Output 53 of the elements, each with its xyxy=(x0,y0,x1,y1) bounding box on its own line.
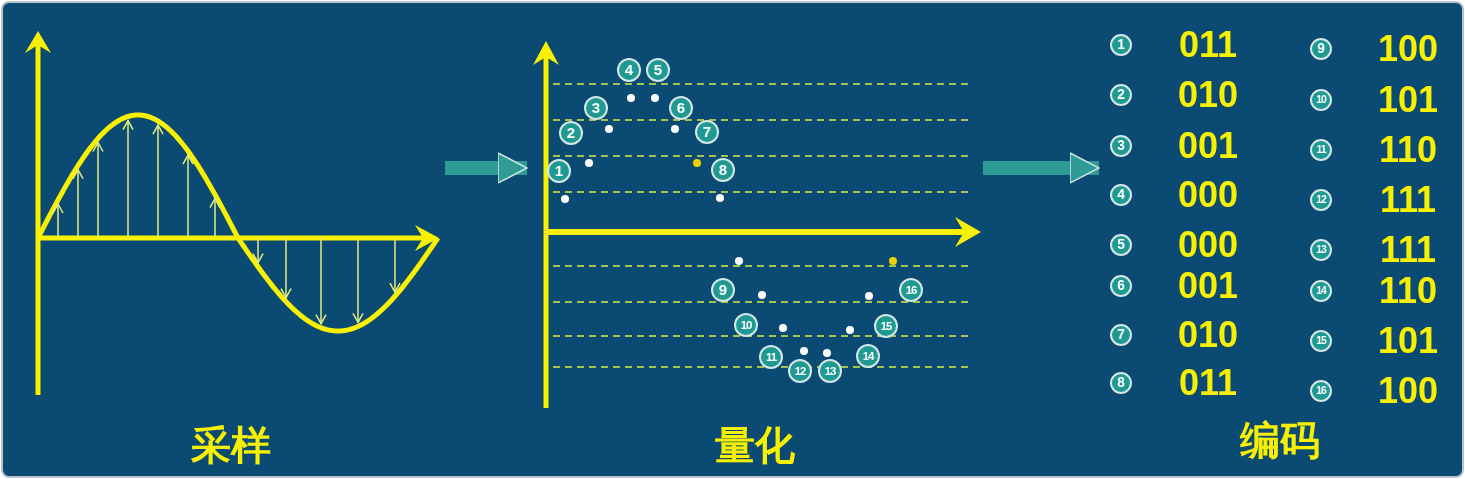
callout-number: 11 xyxy=(1310,139,1332,161)
callout-number: 13 xyxy=(1310,239,1332,261)
callout-number: 9 xyxy=(1310,38,1332,60)
callout-number: 2 xyxy=(1110,84,1132,106)
callout-number: 5 xyxy=(1110,234,1132,256)
binary-code: 000 xyxy=(1176,225,1240,265)
arrow xyxy=(445,152,528,184)
callout-number: 7 xyxy=(1110,324,1132,346)
binary-code: 001 xyxy=(1176,126,1240,166)
binary-code: 111 xyxy=(1378,180,1438,220)
callout-number: 6 xyxy=(669,96,693,120)
callout-number: 4 xyxy=(617,58,641,82)
callout-number: 2 xyxy=(559,121,583,145)
callout-number: 1 xyxy=(1110,34,1132,56)
binary-code: 000 xyxy=(1176,175,1240,215)
binary-code: 101 xyxy=(1376,321,1440,361)
callout-number: 6 xyxy=(1110,275,1132,297)
panel-title: 量化 xyxy=(714,423,796,467)
binary-code: 010 xyxy=(1176,75,1240,115)
arrow xyxy=(983,152,1100,184)
binary-code: 110 xyxy=(1377,130,1439,170)
binary-code: 011 xyxy=(1177,363,1239,403)
callout-number: 7 xyxy=(695,120,719,144)
callout-number: 8 xyxy=(711,158,735,182)
callout-number: 14 xyxy=(1310,280,1332,302)
binary-code: 100 xyxy=(1376,29,1440,69)
callout-number: 13 xyxy=(818,359,842,383)
callout-number: 3 xyxy=(584,96,608,120)
binary-code: 001 xyxy=(1176,266,1240,306)
panel-title: 编码 xyxy=(1238,418,1321,462)
binary-code: 011 xyxy=(1177,25,1239,65)
callout-number: 16 xyxy=(899,278,923,302)
callout-number: 11 xyxy=(759,345,783,369)
callout-number: 10 xyxy=(734,313,758,337)
callout-number: 10 xyxy=(1310,89,1332,111)
binary-code: 100 xyxy=(1376,371,1440,411)
callout-number: 15 xyxy=(874,314,898,338)
callout-number: 9 xyxy=(711,278,735,302)
binary-code: 101 xyxy=(1376,80,1440,120)
panel-title: 采样 xyxy=(189,423,272,467)
callout-number: 12 xyxy=(788,359,812,383)
callout-number: 15 xyxy=(1310,330,1332,352)
callout-number: 14 xyxy=(856,344,880,368)
callout-number: 12 xyxy=(1310,189,1332,211)
callout-number: 8 xyxy=(1110,372,1132,394)
binary-code: 010 xyxy=(1176,315,1240,355)
callout-number: 4 xyxy=(1110,184,1132,206)
binary-code: 110 xyxy=(1377,271,1439,311)
callout-number: 16 xyxy=(1310,380,1332,402)
binary-code: 111 xyxy=(1378,230,1438,270)
callout-number: 3 xyxy=(1110,135,1132,157)
callout-number: 5 xyxy=(646,58,670,82)
callout-number: 1 xyxy=(547,159,571,183)
